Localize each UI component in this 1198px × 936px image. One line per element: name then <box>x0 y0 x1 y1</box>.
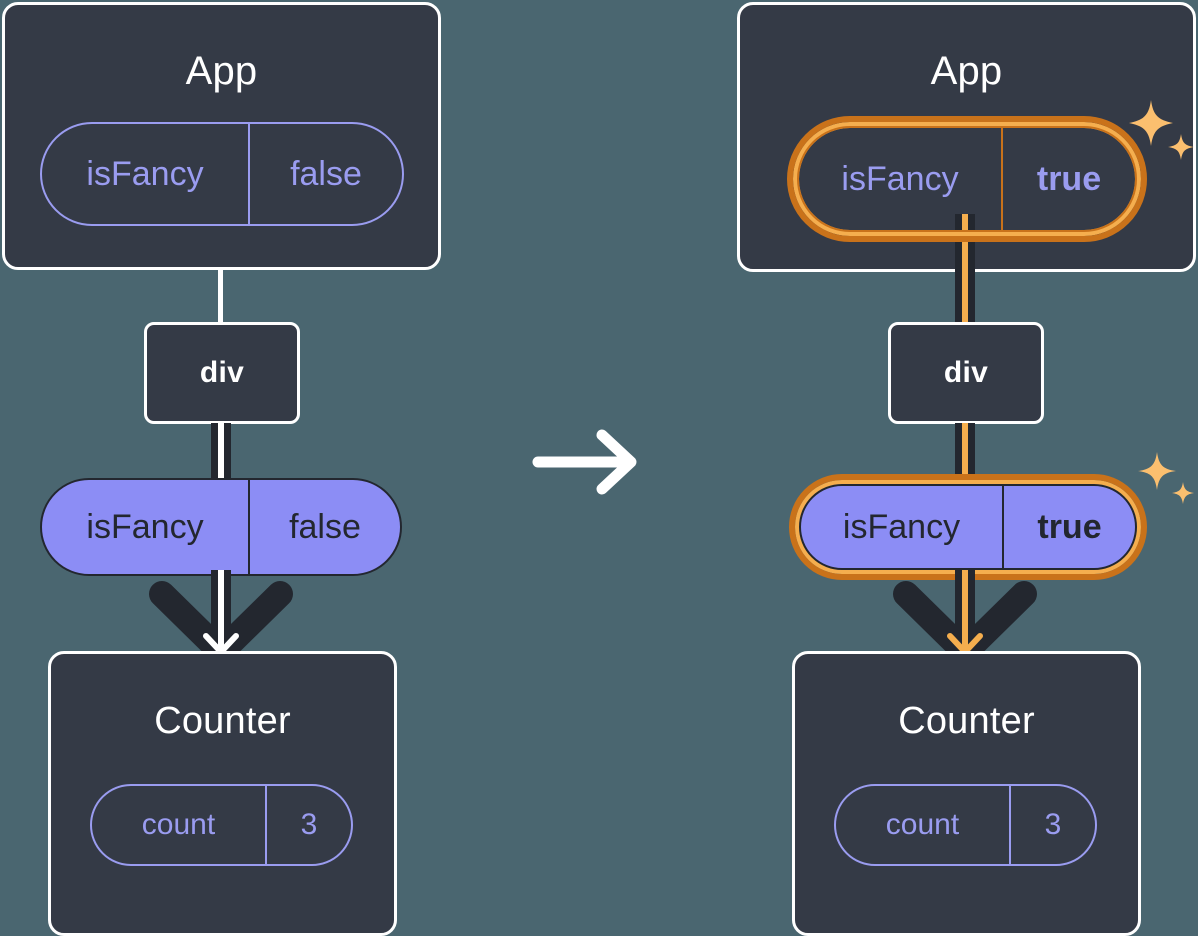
after-counter-title: Counter <box>898 700 1035 742</box>
before-props-pill-value: false <box>248 480 400 574</box>
before-app-title: App <box>185 49 258 93</box>
after-props-pill-highlight[interactable]: isFancy true <box>789 474 1147 580</box>
arrow-stem-core <box>962 570 968 652</box>
connector-line-core <box>218 423 224 485</box>
after-app-state-pill-name: isFancy <box>841 159 959 198</box>
before-props-pill-name: isFancy <box>86 507 204 546</box>
after-app-state-pill[interactable]: isFancy true <box>797 126 1137 232</box>
after-props-pill-name: isFancy <box>842 507 961 546</box>
transition-arrow-icon <box>532 429 637 495</box>
after-counter-state-pill-value: 3 <box>1009 786 1095 864</box>
before-counter-state-pill-value: 3 <box>265 786 351 864</box>
before-div-element: div <box>144 322 300 424</box>
arrow-stem-core <box>218 570 224 652</box>
before-app-state-pill-value: false <box>248 124 402 224</box>
after-props-pill-value: true <box>1002 486 1135 568</box>
after-app-sparkle-icon <box>1129 100 1194 160</box>
connector-line-core <box>962 423 968 485</box>
after-app-state-pill-value: true <box>1001 128 1135 230</box>
before-div-label: div <box>199 356 245 389</box>
after-app-state-pill-highlight[interactable]: isFancy true <box>787 116 1147 242</box>
before-counter-title: Counter <box>154 700 291 742</box>
after-div-element: div <box>888 322 1044 424</box>
before-counter-state-pill[interactable]: count 3 <box>90 784 353 866</box>
after-props-sparkle-icon <box>1138 452 1194 504</box>
after-div-label: div <box>943 356 989 389</box>
before-counter-state-pill-name: count <box>141 808 216 841</box>
after-counter-state-pill[interactable]: count 3 <box>834 784 1097 866</box>
after-props-pill[interactable]: isFancy true <box>799 484 1137 570</box>
after-counter-state-pill-name: count <box>885 808 960 841</box>
before-props-pill[interactable]: isFancy false <box>40 478 402 576</box>
before-app-state-pill-name: isFancy <box>86 154 204 193</box>
connector-line-core <box>962 214 968 329</box>
after-app-title: App <box>930 49 1003 93</box>
before-app-state-pill[interactable]: isFancy false <box>40 122 404 226</box>
connector-line <box>218 268 223 326</box>
